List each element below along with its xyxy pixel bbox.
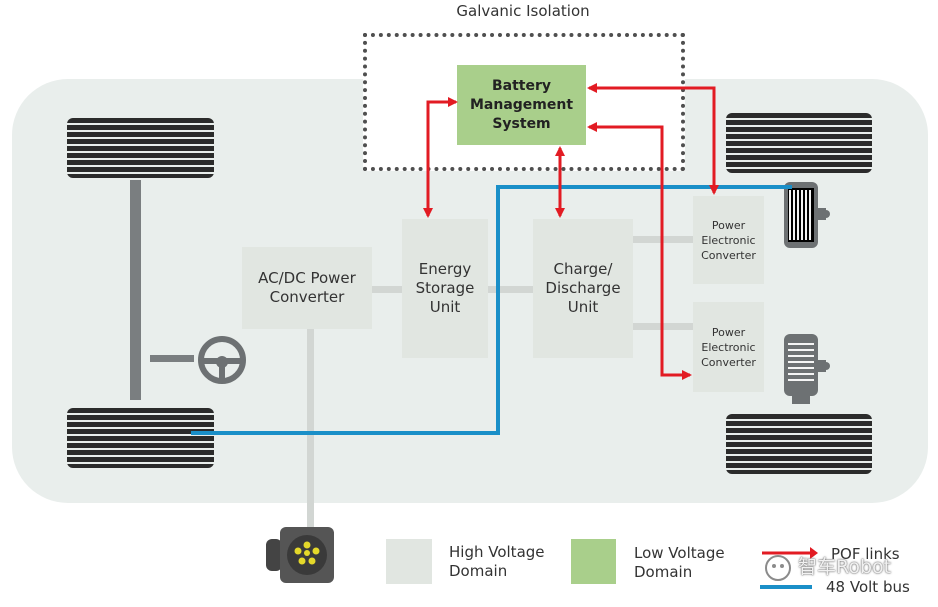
acdc-power-converter-block: AC/DC Power Converter — [242, 247, 372, 329]
legend-low-voltage-label: Low Voltage Domain — [634, 544, 725, 581]
battery-management-system-block: Battery Management System — [457, 65, 586, 145]
pec-top-label: Power Electronic Converter — [701, 218, 756, 262]
connector-acdc-energy — [371, 286, 404, 293]
power-electronic-converter-bottom-block: Power Electronic Converter — [693, 302, 764, 392]
pof-link-bms-pec-top — [587, 83, 719, 195]
power-electronic-converter-top-block: Power Electronic Converter — [693, 196, 764, 284]
charging-port-icon — [266, 527, 334, 583]
connector-energy-charge — [487, 286, 534, 293]
legend-high-voltage-swatch — [386, 539, 432, 584]
acdc-label: AC/DC Power Converter — [258, 269, 356, 306]
tire-rear-left — [67, 408, 214, 468]
tire-front-left — [67, 118, 214, 178]
pof-link-bms-energy — [423, 97, 458, 218]
bms-label: Battery Management System — [469, 77, 574, 132]
bus-48v-line — [191, 185, 792, 435]
legend-bus-swatch — [760, 585, 812, 589]
legend-high-voltage-label: High Voltage Domain — [449, 543, 545, 580]
watermark-logo-icon — [765, 555, 791, 581]
legend-pof-label: POF links — [831, 545, 900, 563]
legend-pof-arrow-icon — [762, 547, 818, 559]
steering-column — [150, 355, 194, 362]
galvanic-isolation-title: Galvanic Isolation — [456, 2, 590, 20]
pof-link-bms-pec-bottom — [587, 122, 692, 380]
pec-bottom-label: Power Electronic Converter — [701, 325, 756, 369]
energy-label: Energy Storage Unit — [415, 260, 475, 316]
motor-rear-icon — [784, 334, 830, 404]
tire-rear-right — [726, 414, 872, 474]
axle-shaft — [130, 180, 141, 400]
connector-acdc-charger — [307, 329, 314, 529]
legend-low-voltage-swatch — [571, 539, 616, 584]
legend-bus-label: 48 Volt bus — [826, 578, 910, 596]
watermark-text: 智车Robot — [798, 556, 892, 578]
energy-storage-unit-block: Energy Storage Unit — [402, 219, 488, 358]
motor-front-icon — [784, 182, 830, 248]
tire-front-right — [726, 113, 872, 173]
steering-wheel-icon — [198, 336, 246, 384]
